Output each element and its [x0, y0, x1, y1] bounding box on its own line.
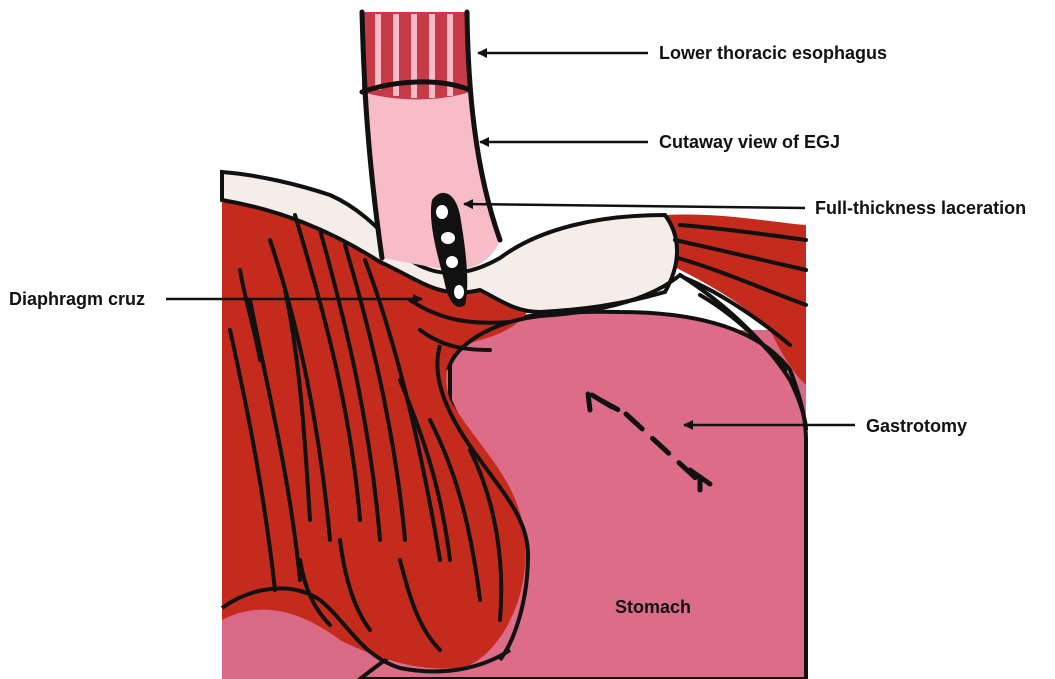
label-cruz: Diaphragm cruz	[9, 289, 145, 309]
label-gastrotomy: Gastrotomy	[866, 416, 967, 436]
label-laceration: Full-thickness laceration	[815, 198, 1026, 218]
label-cutaway: Cutaway view of EGJ	[659, 132, 840, 152]
label-lower-esophagus: Lower thoracic esophagus	[659, 43, 887, 63]
label-stomach: Stomach	[615, 597, 691, 617]
esophagus-cutaway	[362, 92, 500, 270]
arrow-laceration	[464, 204, 805, 208]
